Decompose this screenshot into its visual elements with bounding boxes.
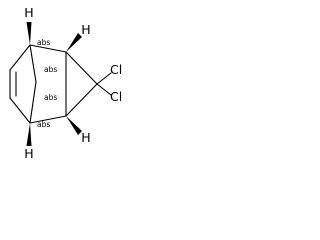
atom-cl-lower: Cl [110,89,122,104]
bond-c1-c2 [9,44,31,71]
atom-h-top-right: H [81,22,90,37]
atom-h-top-left: H [24,5,33,20]
stereo-label-bottom-cyclopropane: abs [44,93,57,102]
bond-c7-cl-upper [96,72,112,85]
bond-c4-c6 [29,115,67,124]
wedge-c1-h [26,22,32,45]
stereo-label-top-bridgehead: abs [37,38,50,47]
molecule-diagram: H H H H Cl Cl abs abs abs abs [9,5,122,161]
bond-c3-c4 [9,97,31,124]
bond-c5-c7 [65,51,98,85]
atom-cl-upper: Cl [110,62,122,77]
bond-c1-c5 [29,44,67,53]
wedge-c6-h [66,116,82,135]
bond-c1-bridge [29,44,37,83]
atom-h-bottom-left: H [24,146,33,161]
wedge-c4-h [26,123,32,146]
bond-lines [9,44,112,124]
bond-c4-bridge [29,81,37,124]
stereo-label-top-cyclopropane: abs [44,65,57,74]
bond-c7-cl-lower [96,83,112,96]
wedge-bonds [26,22,82,146]
bond-c6-c7 [65,83,98,117]
wedge-c5-h [66,33,82,52]
atom-h-bottom-right: H [81,130,90,145]
stereo-label-bottom-bridgehead: abs [37,120,50,129]
